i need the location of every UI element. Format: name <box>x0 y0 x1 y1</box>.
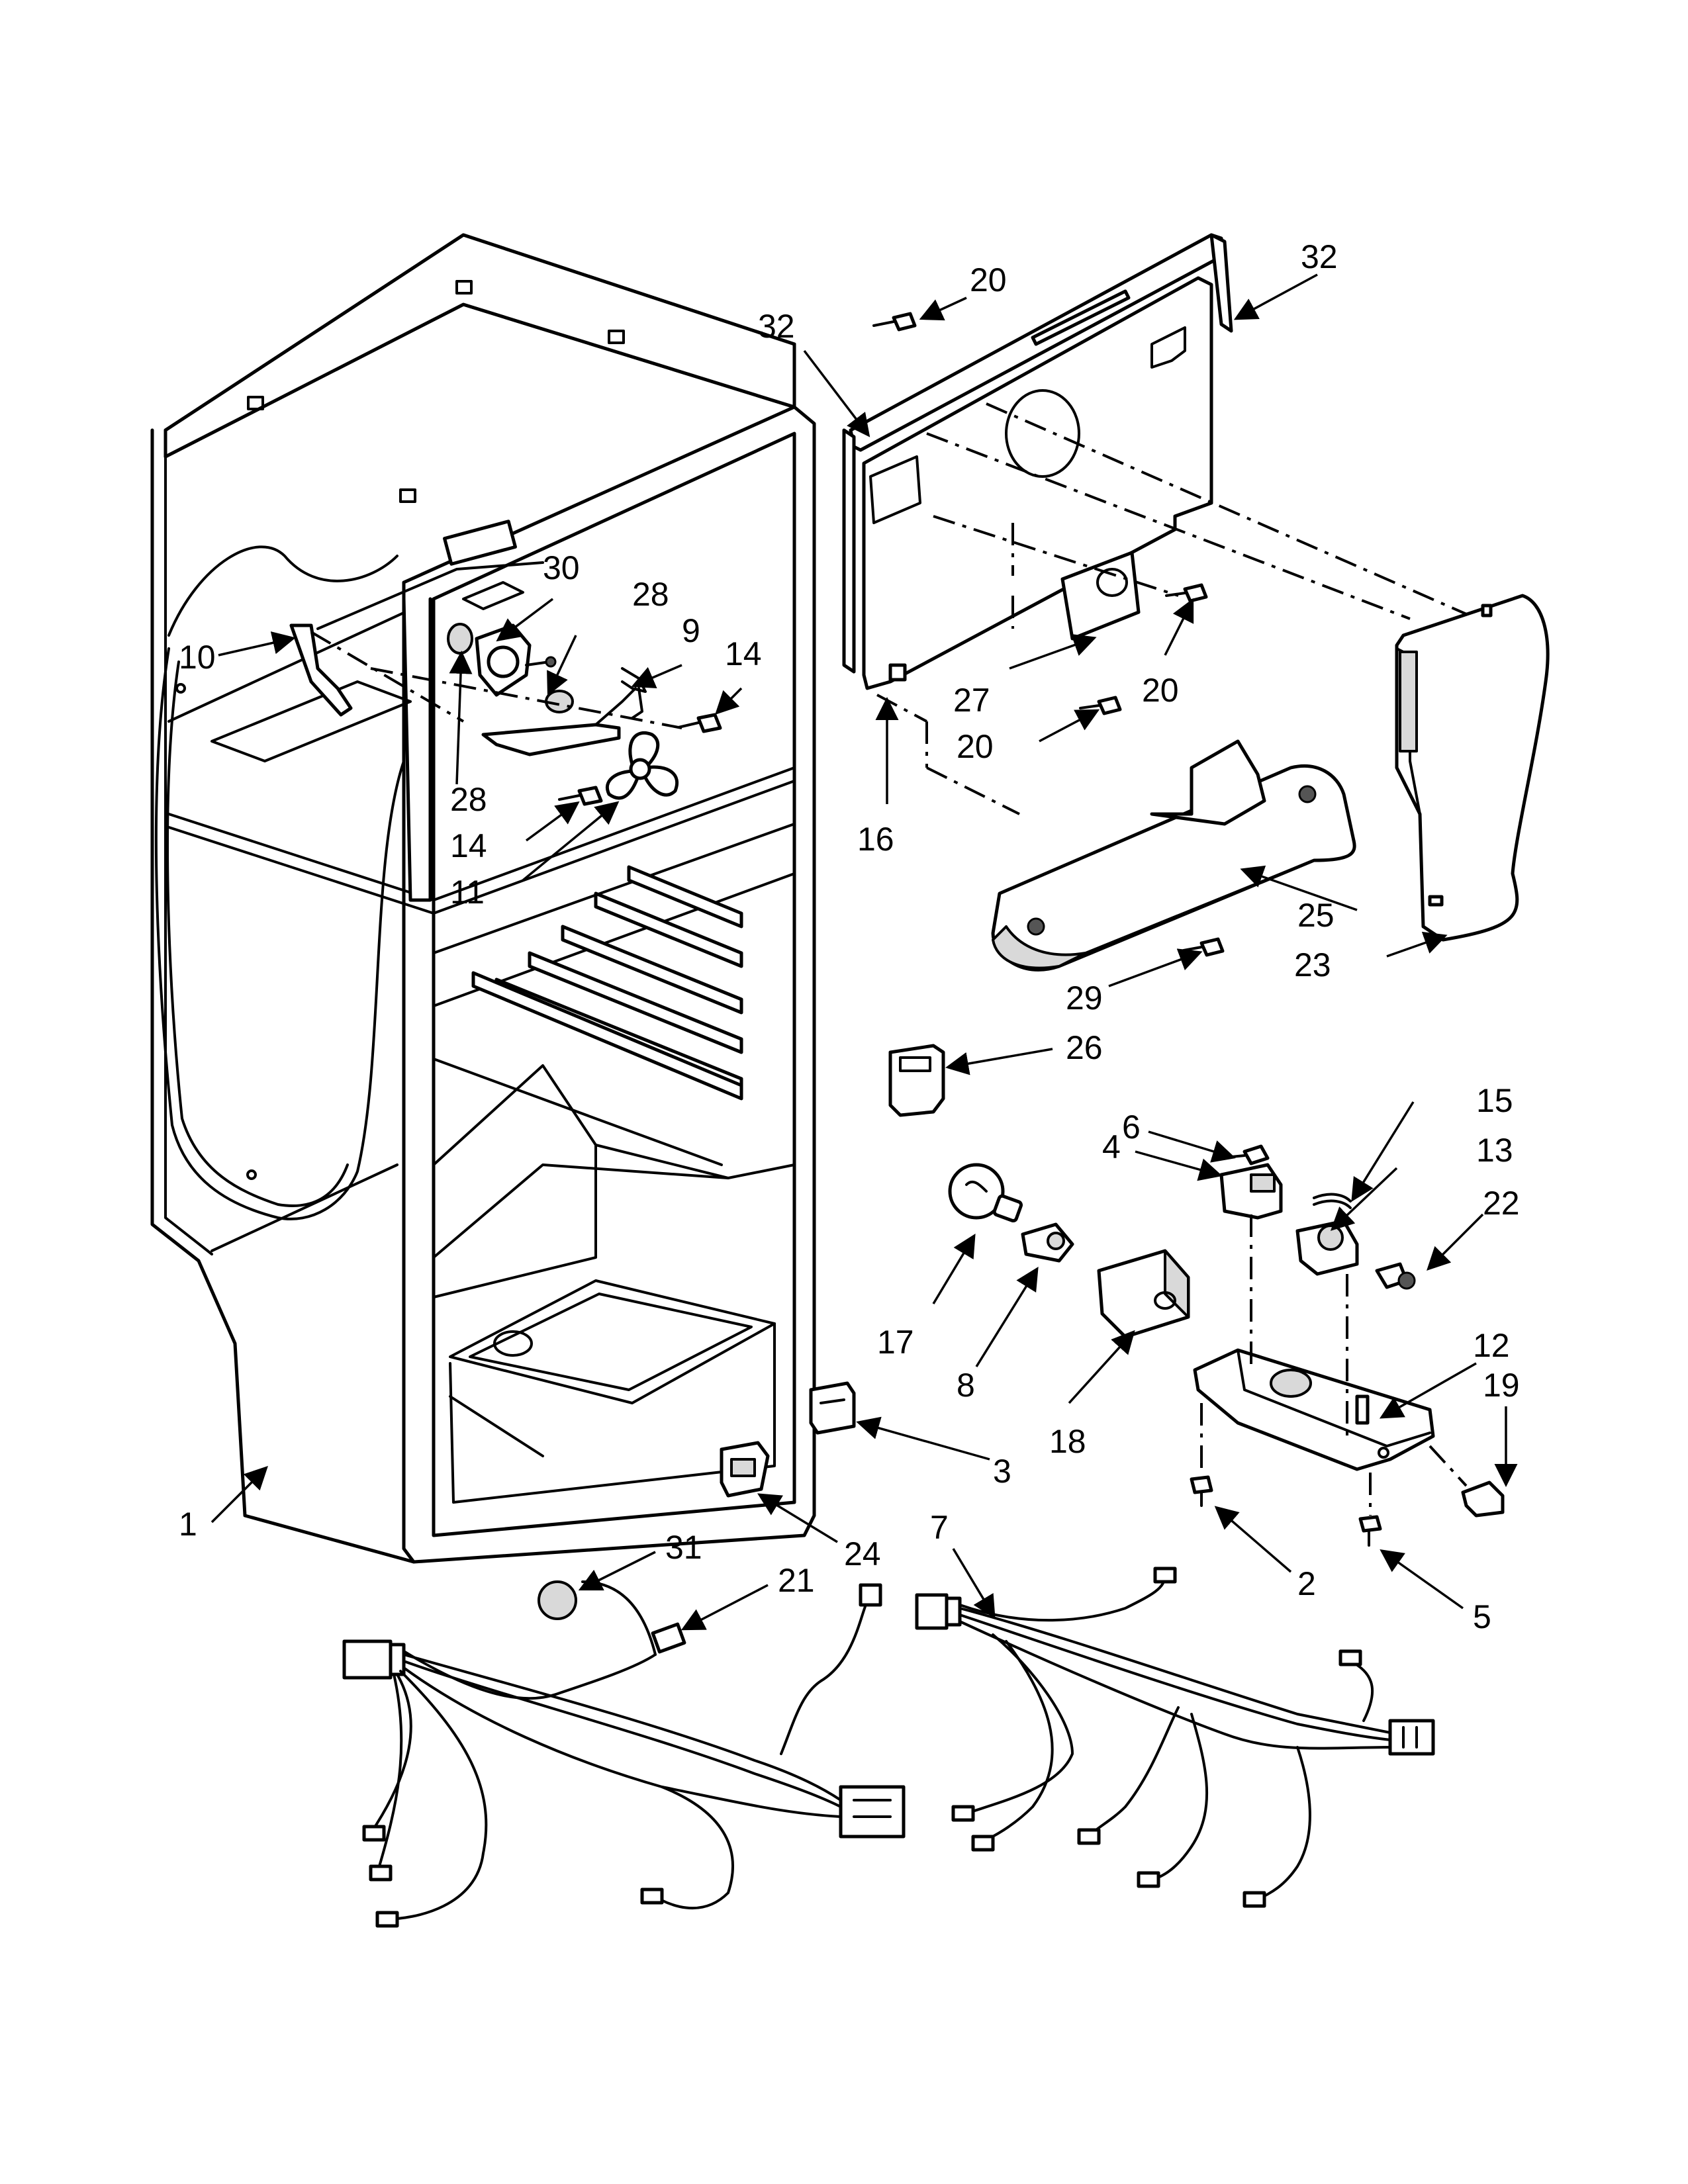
part-26-switch <box>888 1044 945 1117</box>
part-15-capillary <box>1313 1193 1352 1209</box>
callout-16: 16 <box>857 821 894 858</box>
wire-harness-right <box>915 1567 1435 1908</box>
callout-9: 9 <box>682 612 700 649</box>
callout-11: 11 <box>450 874 485 911</box>
callout-32a: 32 <box>758 308 795 345</box>
part-27-plate <box>1060 551 1141 641</box>
callout-7: 7 <box>930 1509 949 1546</box>
callout-17: 17 <box>877 1324 914 1361</box>
callout-18: 18 <box>1049 1423 1086 1460</box>
part-13-control <box>1295 1219 1359 1276</box>
part-14-screw <box>558 786 603 806</box>
callout-24: 24 <box>844 1535 881 1572</box>
callout-10: 10 <box>179 639 216 676</box>
callout-19: 19 <box>1483 1367 1520 1404</box>
callout-25: 25 <box>1297 897 1335 934</box>
part-31-cover <box>538 1580 577 1620</box>
part-23-air-duct <box>1395 594 1550 942</box>
callout-22: 22 <box>1483 1185 1520 1222</box>
callout-4: 4 <box>1102 1128 1121 1165</box>
part-20-screw <box>1165 583 1208 603</box>
part-24-connector <box>720 1441 770 1498</box>
evaporator-cover <box>842 233 1470 815</box>
part-20-screw <box>1079 696 1122 715</box>
part-22-knob <box>1375 1262 1416 1290</box>
part-8-socket <box>1021 1222 1074 1263</box>
callout-26: 26 <box>1066 1029 1103 1066</box>
callout-14a: 14 <box>725 635 762 672</box>
part-4-thermostat <box>1219 1163 1283 1220</box>
part-14-screw <box>677 713 722 733</box>
part-11-fan-blade <box>606 731 679 800</box>
callout-20c: 20 <box>957 728 994 765</box>
part-16-evaporator-cover <box>862 276 1213 690</box>
part-17-bulb <box>948 1163 1023 1223</box>
wire-harness-left <box>342 1580 906 1928</box>
part-6-screw <box>1230 1144 1270 1165</box>
callout-15: 15 <box>1476 1082 1513 1119</box>
callout-29: 29 <box>1066 979 1103 1017</box>
callout-1: 1 <box>179 1506 197 1543</box>
callout-31: 31 <box>665 1529 702 1566</box>
callout-13: 13 <box>1476 1132 1513 1169</box>
part-25-crisper-cover <box>991 739 1356 972</box>
fan-motor-assembly <box>289 520 722 806</box>
callout-28b: 28 <box>450 781 487 818</box>
callout-5: 5 <box>1473 1598 1491 1635</box>
callout-12: 12 <box>1473 1327 1510 1364</box>
part-29-screw <box>1182 937 1225 957</box>
part-28-grommet <box>447 623 473 655</box>
part-19-connector <box>1461 1480 1505 1518</box>
callout-21: 21 <box>778 1562 815 1599</box>
part-3-clip <box>809 1381 856 1435</box>
leader-lines <box>211 273 1518 1631</box>
part-18-light-shield <box>1097 1249 1190 1339</box>
callout-27: 27 <box>953 682 990 719</box>
callout-30: 30 <box>543 549 580 586</box>
callout-14b: 14 <box>450 827 487 864</box>
shelf-rails <box>471 865 743 1101</box>
callout-labels: 1 2 3 4 5 6 7 8 9 10 11 12 13 14 14 15 1… <box>179 238 1520 1635</box>
callout-8: 8 <box>957 1367 975 1404</box>
callout-3: 3 <box>993 1453 1011 1490</box>
callout-20a: 20 <box>970 261 1007 298</box>
part-20-screw <box>872 312 917 332</box>
callout-2: 2 <box>1297 1565 1316 1602</box>
callout-28a: 28 <box>632 576 669 613</box>
part-5-screw <box>1358 1515 1382 1547</box>
part-2-screw <box>1190 1475 1213 1507</box>
callout-32b: 32 <box>1301 238 1338 275</box>
callout-6: 6 <box>1122 1109 1141 1146</box>
part-12-control-housing <box>1193 1348 1435 1471</box>
callout-20b: 20 <box>1142 672 1179 709</box>
callout-23: 23 <box>1294 946 1331 983</box>
